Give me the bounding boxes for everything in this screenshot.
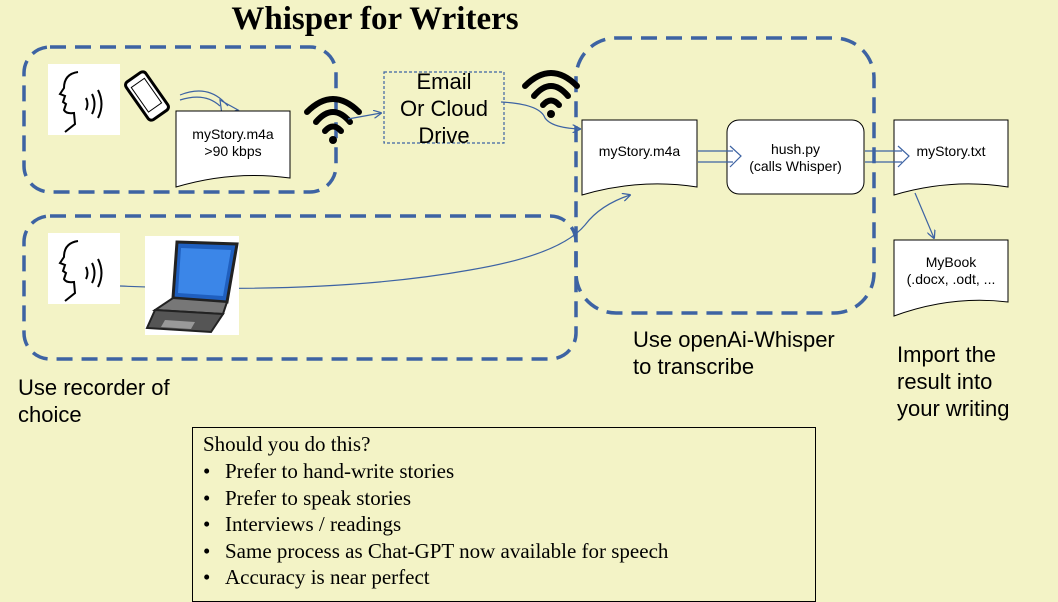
input-file-doc <box>581 119 698 196</box>
transfer-label: Email Or Cloud Drive <box>399 69 489 148</box>
import-caption: Import the result into your writing <box>897 342 1010 421</box>
info-question: Should you do this? <box>203 432 371 456</box>
transfer-box <box>383 71 505 144</box>
speaking-head-icon <box>48 233 120 304</box>
info-bullet-list: Prefer to hand-write stories Prefer to s… <box>203 458 815 591</box>
transcribe-caption: Use openAi-Whisper to transcribe <box>633 327 835 379</box>
recorder-laptop-group <box>22 214 578 361</box>
recorder-caption: Use recorder of choice <box>18 375 170 427</box>
output-file-doc <box>893 119 1009 196</box>
laptop-icon <box>145 236 239 335</box>
input-file-label: myStory.m4a <box>598 143 681 159</box>
recorder-file-doc <box>175 110 291 188</box>
book-label: MyBook (.docx, .odt, ... <box>906 254 996 287</box>
list-item: Prefer to hand-write stories <box>203 458 815 485</box>
list-item: Interviews / readings <box>203 511 815 538</box>
transcribe-group <box>574 36 876 315</box>
speaking-head-icon <box>48 64 120 135</box>
wifi-icon <box>525 73 577 118</box>
recorder-phone-group <box>22 45 338 194</box>
list-item: Same process as Chat-GPT now available f… <box>203 538 815 565</box>
script-label: hush.py (calls Whisper) <box>749 141 842 174</box>
info-box: Should you do this? Prefer to hand-write… <box>192 427 816 602</box>
page-title: Whisper for Writers <box>231 1 519 37</box>
output-file-label: myStory.txt <box>916 143 986 159</box>
recorder-file-label: myStory.m4a >90 kbps <box>192 126 274 159</box>
book-doc <box>893 239 1009 317</box>
script-box <box>726 119 865 195</box>
list-item: Prefer to speak stories <box>203 485 815 512</box>
list-item: Accuracy is near perfect <box>203 564 815 591</box>
smartphone-icon <box>124 70 170 122</box>
wifi-icon <box>307 99 359 144</box>
